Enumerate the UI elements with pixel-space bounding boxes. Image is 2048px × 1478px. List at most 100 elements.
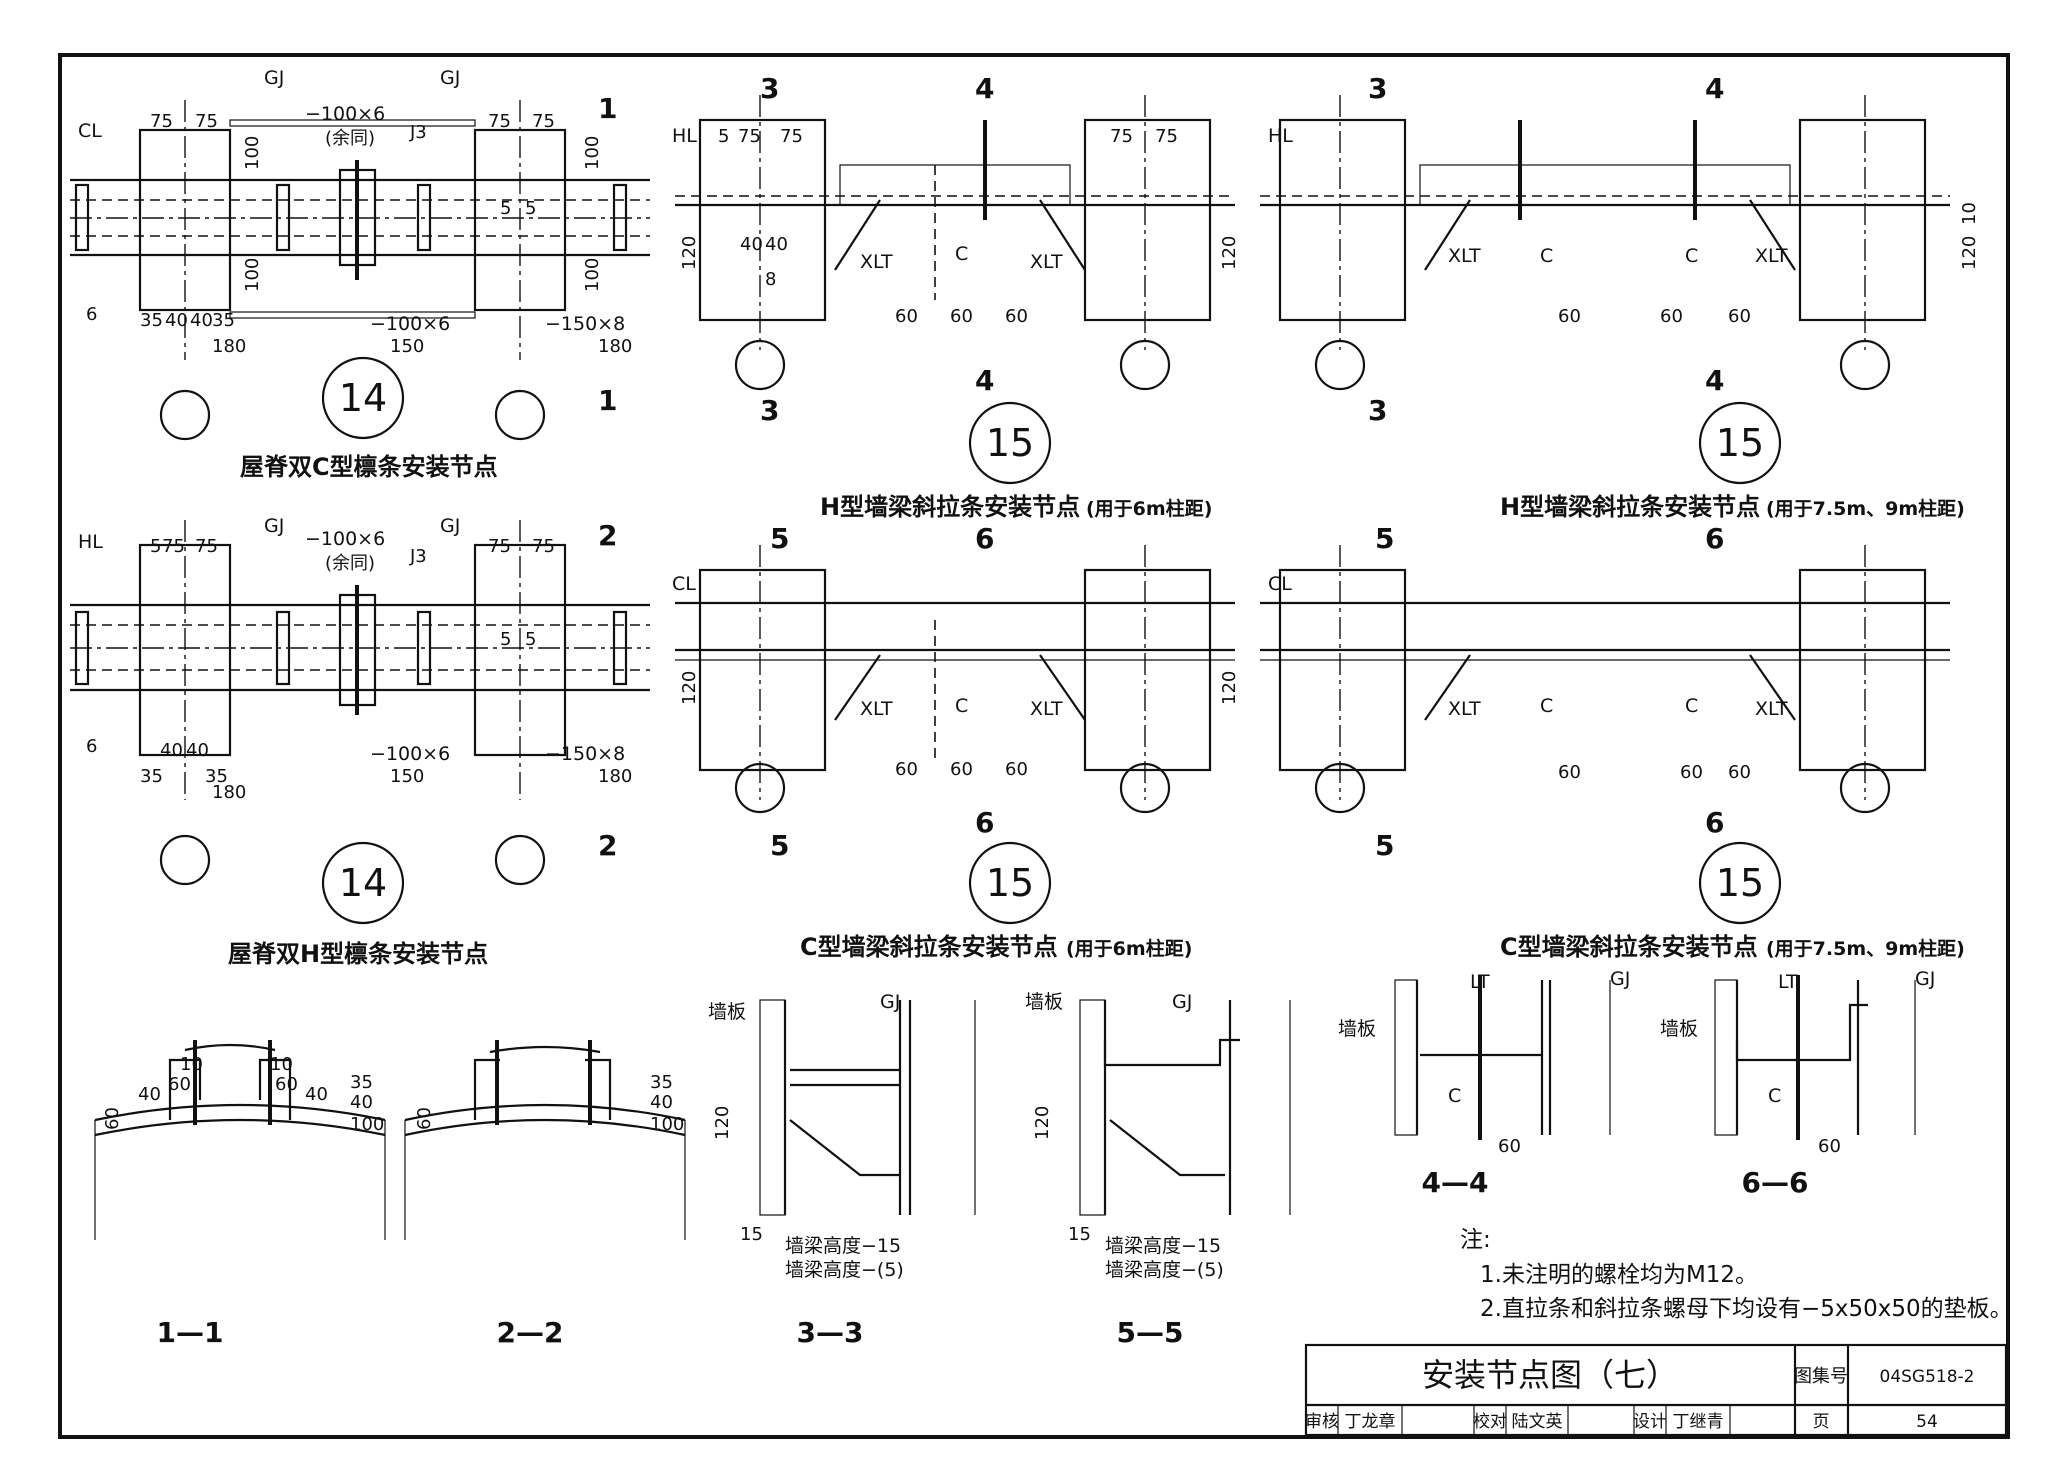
- label-c-e: C: [1540, 695, 1553, 717]
- node14-c-view: [70, 100, 650, 441]
- cut-mark-3-top: 3: [760, 72, 779, 105]
- cut-mark-3b-top: 3: [1368, 72, 1387, 105]
- label-wall-board-c: 墙板: [1338, 1018, 1376, 1040]
- dim-5-b: 5: [525, 198, 536, 219]
- label-xlt-e: XLT: [860, 698, 893, 720]
- node-number-14a: 14: [339, 376, 387, 420]
- node15-c6-circle: [968, 841, 1052, 925]
- label-yutong-a: (余同): [325, 128, 375, 149]
- node15-c75-view: [1260, 545, 1950, 925]
- dim-120-33: 120: [712, 1106, 733, 1140]
- label-c-d: C: [955, 695, 968, 717]
- check-label: 校对: [1473, 1412, 1507, 1432]
- label-hl-15b: HL: [1268, 125, 1293, 147]
- label-gj-a: GJ: [264, 67, 284, 89]
- node-number-14b: 14: [339, 861, 387, 905]
- section-title-3-3: 3—3: [797, 1316, 864, 1349]
- label-c-44: C: [1448, 1085, 1461, 1107]
- caption-15-h75-note: (用于7.5m、9m柱距): [1766, 497, 1965, 520]
- label-j3-a: J3: [409, 122, 427, 143]
- dim-180-b: 180: [598, 336, 632, 357]
- label-gj-33: GJ: [880, 991, 900, 1013]
- dim-100-e: 100: [350, 1114, 384, 1135]
- dim-40-a: 40: [165, 310, 188, 331]
- label-lt-44: LT: [1470, 971, 1490, 993]
- section-2-2-view: [404, 1040, 686, 1240]
- dim-40-g: 40: [138, 1084, 161, 1105]
- section-1-1-view: [94, 1040, 386, 1240]
- label-yutong-b: (余同): [325, 553, 375, 574]
- section-title-6-6: 6—6: [1742, 1166, 1809, 1199]
- node15-h6-circle: [968, 401, 1052, 485]
- cut-mark-3-bottom: 3: [760, 394, 779, 427]
- dim-60-e: 60: [1660, 306, 1683, 327]
- cut-mark-4b-top: 4: [1705, 72, 1724, 105]
- label-wall-board-a: 墙板: [708, 1001, 746, 1023]
- dim-60-l: 60: [1728, 762, 1751, 783]
- dim-60-h: 60: [950, 759, 973, 780]
- dim-10-c: 10: [270, 1054, 293, 1075]
- label-wall-board-b: 墙板: [1025, 991, 1063, 1013]
- label-xlt-a: XLT: [860, 251, 893, 273]
- dim-6-b: 6: [86, 736, 97, 757]
- dim-180-a: 180: [212, 336, 246, 357]
- note-1: 1.未注明的螺栓均为M12。: [1480, 1262, 1758, 1288]
- dim-60-i: 60: [1005, 759, 1028, 780]
- label-plate-100x6-c: −100×6: [370, 313, 450, 335]
- label-cl-15a: CL: [672, 573, 696, 595]
- dim-10-b: 10: [180, 1054, 203, 1075]
- dim-5-c: 5: [150, 536, 161, 557]
- cut-mark-2-bottom: 2: [598, 829, 617, 862]
- dim-150-a: 150: [390, 336, 424, 357]
- cut-mark-4-top: 4: [975, 72, 994, 105]
- dim-75-b: 75: [195, 111, 218, 132]
- label-gj-55: GJ: [1172, 991, 1192, 1013]
- caption-15-c75: C型墙梁斜拉条安装节点: [1500, 933, 1758, 961]
- checker-name: 陆文英: [1512, 1412, 1563, 1432]
- dim-100-d: 100: [582, 258, 603, 292]
- dim-60-o: 60: [102, 1107, 123, 1130]
- label-gj-d: GJ: [440, 515, 460, 537]
- dim-60-g: 60: [895, 759, 918, 780]
- label-beam-h15-a: 墙梁高度−15: [785, 1235, 901, 1257]
- dim-35-c: 35: [140, 766, 163, 787]
- caption-15-h75: H型墙梁斜拉条安装节点: [1500, 493, 1760, 521]
- node-number-15c: 15: [986, 861, 1034, 905]
- dim-40-e: 40: [740, 234, 763, 255]
- node-number-15d: 15: [1716, 861, 1764, 905]
- dim-75-k: 75: [1110, 126, 1133, 147]
- label-wall-board-d: 墙板: [1660, 1018, 1698, 1040]
- dim-120-d: 120: [679, 671, 700, 705]
- label-c-f: C: [1685, 695, 1698, 717]
- label-gj-44: GJ: [1610, 968, 1630, 990]
- label-beam-h15-b: 墙梁高度−15: [1105, 1235, 1221, 1257]
- label-xlt-c: XLT: [1448, 245, 1481, 267]
- page-label: 页: [1813, 1412, 1830, 1432]
- dim-75-h: 75: [532, 536, 555, 557]
- dim-60-c: 60: [1005, 306, 1028, 327]
- section-title-4-4: 4—4: [1422, 1166, 1489, 1199]
- label-gj-66: GJ: [1915, 968, 1935, 990]
- dim-100-a: 100: [242, 136, 263, 170]
- label-plate-150x8-a: −150×8: [545, 313, 625, 335]
- node15-c75-circle: [1698, 841, 1782, 925]
- dim-60-d: 60: [1558, 306, 1581, 327]
- caption-15-c6-note: (用于6m柱距): [1066, 937, 1192, 960]
- cut-mark-1-bottom: 1: [598, 384, 617, 417]
- node14-c-circle: [321, 356, 405, 440]
- node-number-15a: 15: [986, 421, 1034, 465]
- dim-60-j: 60: [1558, 762, 1581, 783]
- label-xlt-h: XLT: [1755, 698, 1788, 720]
- dim-5-f: 5: [718, 126, 729, 147]
- label-cl: CL: [78, 120, 102, 142]
- section-5-5-view: [1079, 999, 1291, 1216]
- section-3-3-view: [759, 999, 976, 1216]
- caption-14-c: 屋脊双C型檩条安装节点: [240, 453, 498, 481]
- cut-mark-4-bottom: 4: [975, 364, 994, 397]
- dim-60-k: 60: [1680, 762, 1703, 783]
- dim-5-d: 5: [500, 629, 511, 650]
- cut-mark-1-top: 1: [598, 92, 617, 125]
- label-c-66: C: [1768, 1085, 1781, 1107]
- atlas-number: 04SG518-2: [1880, 1367, 1975, 1387]
- cut-mark-6b-top: 6: [1705, 522, 1724, 555]
